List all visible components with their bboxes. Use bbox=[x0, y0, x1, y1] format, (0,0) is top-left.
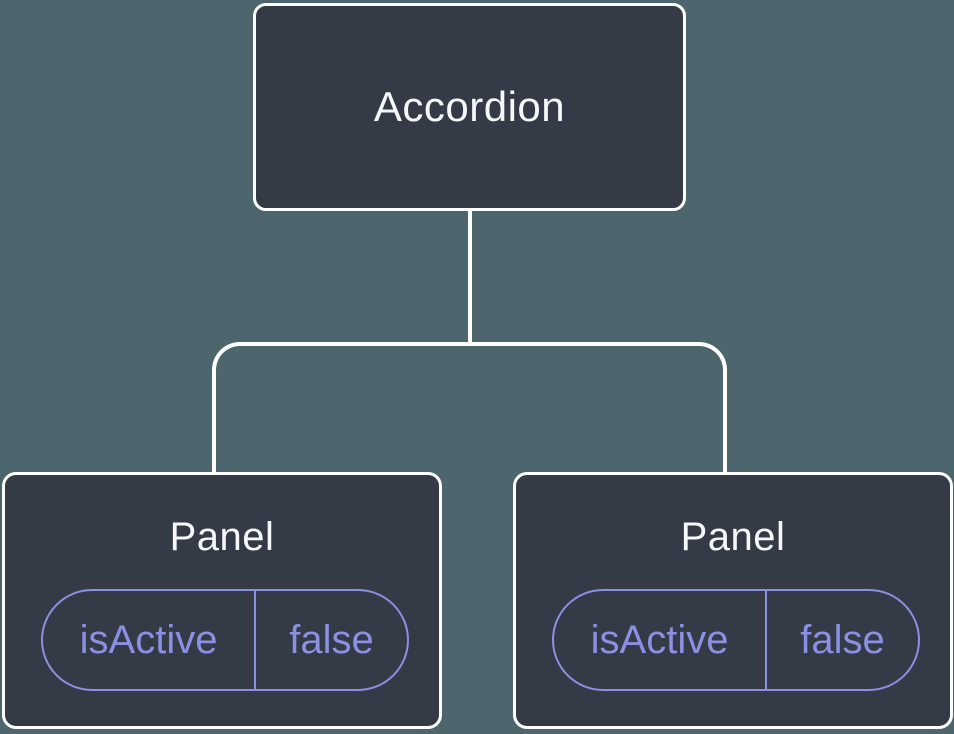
root-node-label: Accordion bbox=[373, 83, 566, 130]
state-value: false bbox=[289, 617, 374, 662]
panel-node-label: Panel bbox=[680, 515, 786, 559]
panel-node-left: Panel isActive false bbox=[2, 472, 442, 729]
state-value: false bbox=[800, 617, 885, 662]
root-node-accordion: Accordion bbox=[253, 3, 686, 211]
connector-bracket bbox=[212, 342, 727, 472]
panel-node-label: Panel bbox=[169, 515, 275, 559]
state-name: isActive bbox=[43, 591, 257, 689]
connector-stem bbox=[468, 211, 472, 346]
state-name: isActive bbox=[554, 591, 768, 689]
state-pill: isActive false bbox=[552, 589, 920, 691]
state-pill: isActive false bbox=[41, 589, 409, 691]
panel-node-right: Panel isActive false bbox=[513, 472, 953, 729]
